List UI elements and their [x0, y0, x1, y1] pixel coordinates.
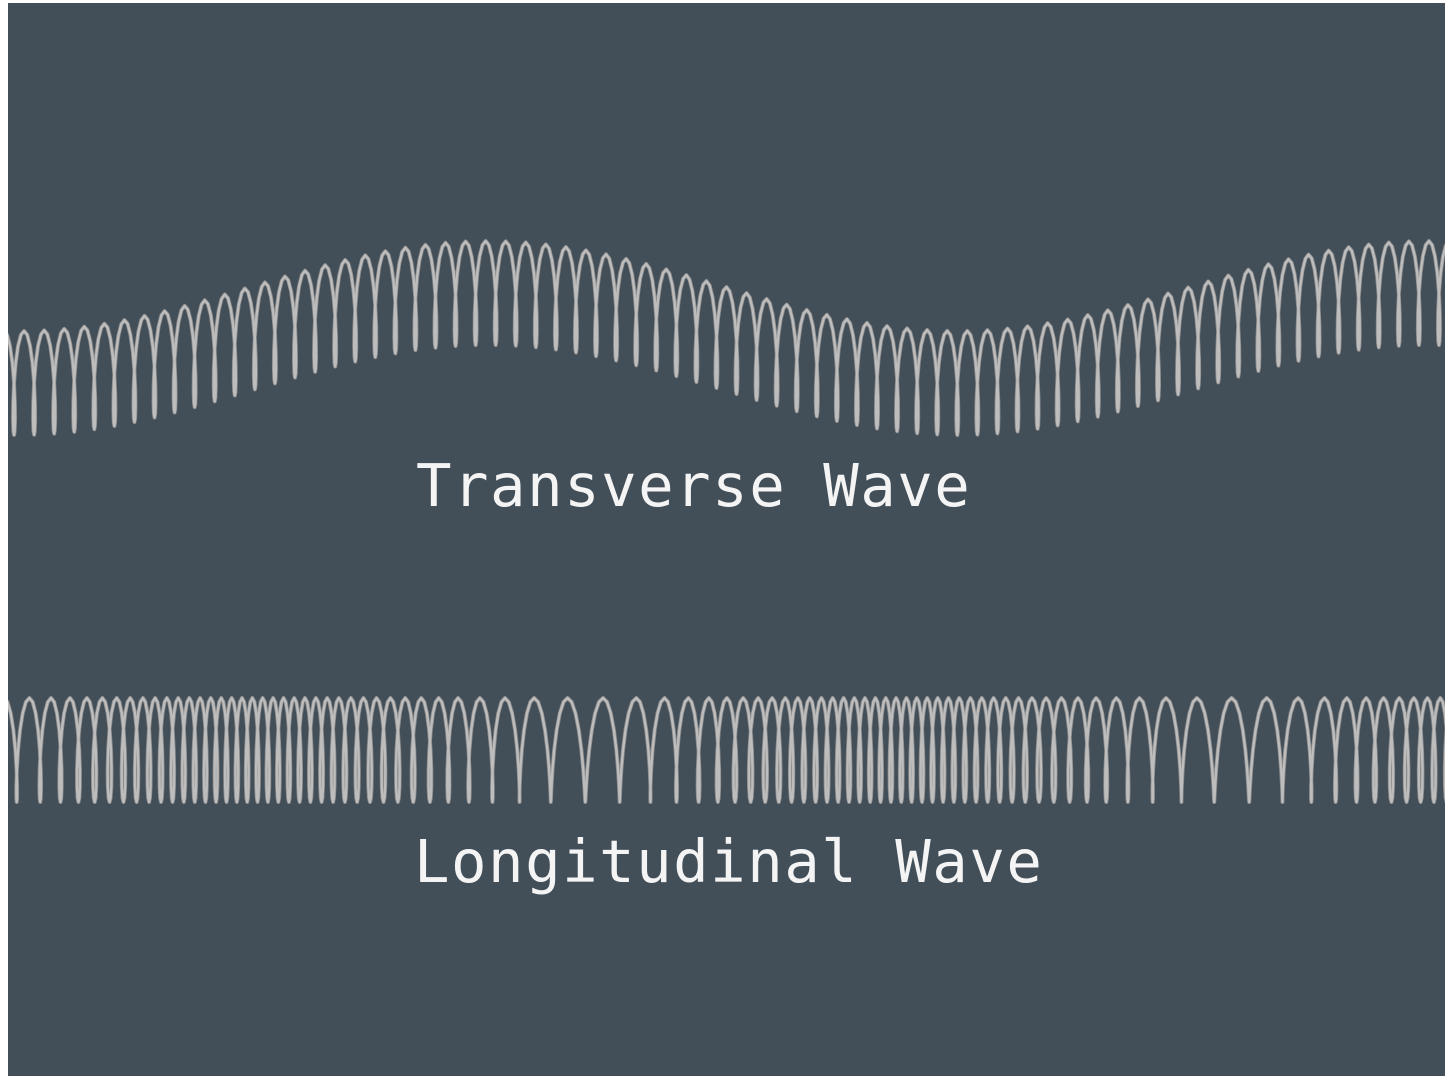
transverse-spring — [8, 239, 1445, 437]
longitudinal-spring — [8, 696, 1445, 804]
wave-diagram: Transverse Wave Longitudinal Wave — [8, 3, 1445, 1076]
transverse-spring-coil — [8, 239, 1445, 437]
longitudinal-spring-shadow — [8, 696, 1445, 804]
longitudinal-spring-coil — [8, 696, 1445, 804]
transverse-spring-shadow — [8, 239, 1445, 437]
transverse-wave-label: Transverse Wave — [416, 451, 972, 520]
spring-waves — [8, 239, 1445, 804]
longitudinal-wave-label: Longitudinal Wave — [414, 827, 1044, 896]
